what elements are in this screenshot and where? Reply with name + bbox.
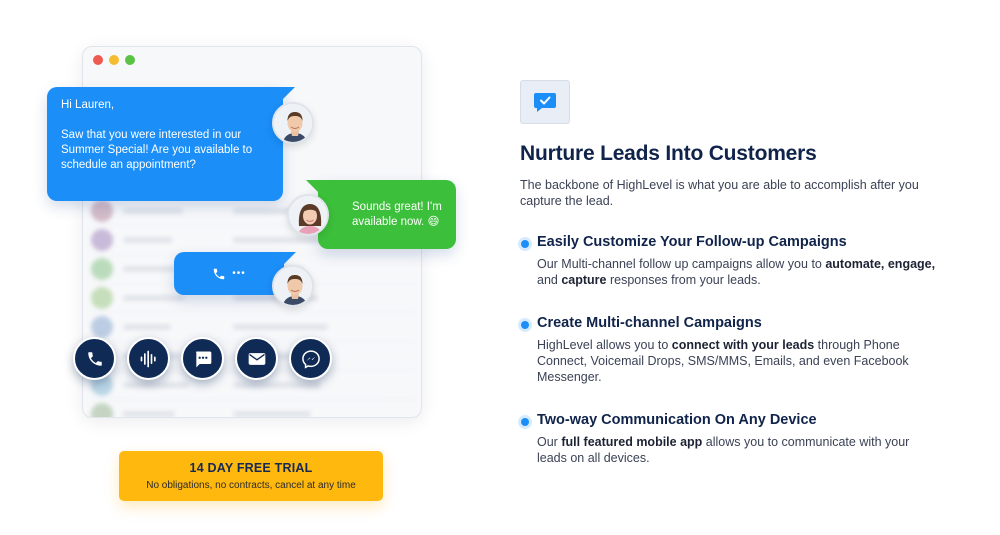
lead-avatar: [287, 194, 329, 236]
call-bubble: •••: [174, 252, 296, 295]
chat-bubble-icon: [195, 351, 211, 367]
phone-channel-button[interactable]: [73, 337, 116, 380]
bullet-dot-icon: [521, 321, 529, 329]
list-item: [91, 197, 417, 226]
voicemail-channel-button[interactable]: [127, 337, 170, 380]
feature-title: Create Multi-channel Campaigns: [537, 315, 762, 331]
feature-item: Easily Customize Your Follow-up Campaign…: [520, 234, 940, 288]
incoming-reply-bubble: Sounds great! I'm available now. 😄: [306, 180, 456, 249]
feature-title: Two-way Communication On Any Device: [537, 412, 817, 428]
feature-item: Create Multi-channel Campaigns HighLevel…: [520, 315, 940, 385]
close-dot-icon: [93, 55, 103, 65]
man-avatar-icon: [274, 267, 312, 305]
feature-body: Our full featured mobile app allows you …: [537, 435, 910, 465]
envelope-icon: [248, 352, 265, 365]
bullet-dot-icon: [521, 418, 529, 426]
man-avatar-icon: [274, 104, 312, 142]
free-trial-button[interactable]: 14 DAY FREE TRIAL No obligations, no con…: [119, 451, 383, 501]
list-item: [91, 400, 417, 417]
trial-title: 14 DAY FREE TRIAL: [189, 461, 313, 475]
message-body: Saw that you were interested in our Summ…: [61, 129, 253, 171]
phone-icon: [87, 351, 102, 366]
feature-body: HighLevel allows you to connect with you…: [537, 338, 909, 384]
outgoing-message-bubble: Hi Lauren, Saw that you were interested …: [47, 87, 295, 201]
agent-avatar: [272, 265, 314, 307]
feature-item: Two-way Communication On Any Device Our …: [520, 412, 940, 466]
blurred-contact-list: [91, 197, 417, 417]
minimize-dot-icon: [109, 55, 119, 65]
chat-check-badge: [520, 80, 570, 124]
email-channel-button[interactable]: [235, 337, 278, 380]
intro-text: The backbone of HighLevel is what you ar…: [520, 178, 919, 208]
window-controls: [93, 55, 135, 65]
trial-subtitle: No obligations, no contracts, cancel at …: [146, 480, 356, 491]
reply-text: Sounds great! I'm available now. 😄: [352, 201, 442, 228]
maximize-dot-icon: [125, 55, 135, 65]
feature-body: Our Multi-channel follow up campaigns al…: [537, 257, 936, 287]
sms-channel-button[interactable]: [181, 337, 224, 380]
message-greeting: Hi Lauren,: [61, 99, 115, 111]
chat-check-icon: [534, 93, 556, 112]
page-title: Nurture Leads Into Customers: [520, 142, 817, 165]
feature-title: Easily Customize Your Follow-up Campaign…: [537, 234, 847, 250]
messenger-channel-button[interactable]: [289, 337, 332, 380]
woman-avatar-icon: [289, 196, 327, 234]
channel-buttons: [73, 337, 332, 380]
call-dots: •••: [232, 268, 246, 279]
messenger-icon: [301, 349, 320, 369]
audio-wave-icon: [140, 350, 156, 367]
bullet-dot-icon: [521, 240, 529, 248]
agent-avatar: [272, 102, 314, 144]
phone-icon: [213, 268, 225, 279]
